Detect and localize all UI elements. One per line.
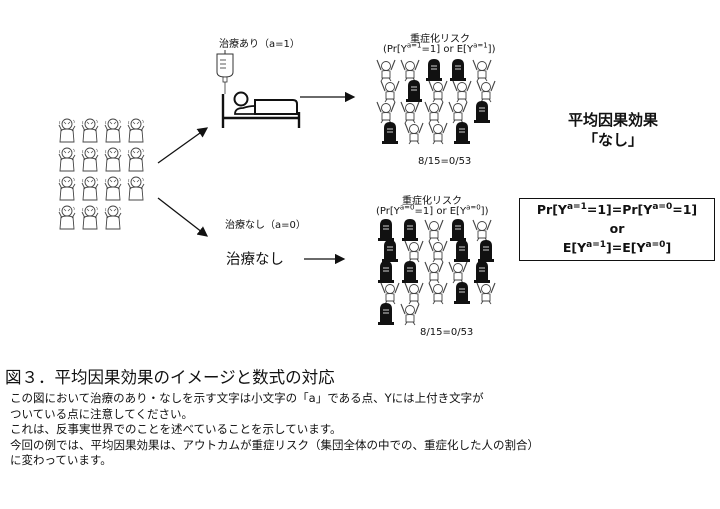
caption-line: これは、反事実世界でのことを述べていることを示しています。 [10, 422, 342, 436]
formula-box: Pr[Ya=1=1]=Pr[Ya=0=1] or E[Ya=1]=E[Ya=0] [519, 198, 715, 261]
tombstone-icon [454, 240, 470, 262]
figure-caption-body: この図において治療のあり・なしを示す文字は小文字の「a」である点、Yには上付き文… [10, 391, 539, 469]
recovered-person-icon [448, 101, 468, 124]
hospital-bed-icon [221, 91, 301, 128]
untreated-action-text: 治療なし [226, 252, 284, 268]
treated-risk-expression: (Pr[Ya=1=1] or E[Ya=1]) [383, 41, 496, 55]
untreated-outcome-group [378, 219, 496, 326]
recovered-person-icon [424, 101, 444, 124]
conclusion-line-1: 平均因果効果 [567, 111, 658, 129]
recovered-person-icon [452, 80, 472, 103]
formula-row-2: E[Ya=1]=E[Ya=0] [562, 239, 672, 255]
recovered-person-icon [404, 240, 424, 263]
recovered-person-icon [376, 59, 396, 82]
caption-line: に変わっています。 [10, 453, 112, 467]
tombstone-icon [426, 59, 442, 81]
tombstone-icon [474, 261, 490, 283]
arrow-to-treated [157, 127, 209, 164]
tombstone-icon [402, 261, 418, 283]
sick-person-icon [127, 118, 145, 143]
recovered-person-icon [476, 80, 496, 103]
sick-person-icon [58, 118, 76, 143]
recovered-person-icon [400, 101, 420, 124]
tombstone-icon [378, 219, 394, 241]
iv-drip-icon [216, 50, 234, 94]
treated-label: 治療あり（a=1） [219, 39, 300, 50]
recovered-person-icon [400, 303, 420, 326]
sick-person-icon [81, 176, 99, 201]
treated-ratio: 8/15=0/53 [418, 156, 472, 167]
caption-line: ついている点に注意してください。 [10, 406, 193, 421]
tombstone-icon [450, 219, 466, 241]
recovered-person-icon [404, 282, 424, 305]
recovered-person-icon [400, 59, 420, 82]
formula-or: or [609, 221, 625, 236]
sick-person-icon [104, 118, 122, 143]
untreated-ratio: 8/15=0/53 [420, 327, 474, 338]
formula-row-1: Pr[Ya=1=1]=Pr[Ya=0=1] [536, 201, 698, 217]
recovered-person-icon [472, 219, 492, 242]
recovered-person-icon [424, 261, 444, 284]
untreated-risk-title: 重症化リスク [402, 196, 462, 207]
recovered-person-icon [424, 219, 444, 242]
recovered-person-icon [380, 80, 400, 103]
tombstone-icon [406, 80, 422, 102]
conclusion-text: 平均因果効果 「なし」 [548, 110, 678, 150]
sick-person-icon [58, 147, 76, 172]
recovered-person-icon [380, 282, 400, 305]
recovered-person-icon [428, 282, 448, 305]
recovered-person-icon [404, 122, 424, 145]
caption-line: この図において治療のあり・なしを示す文字は小文字の「a」である点、Yには上付き文… [10, 391, 484, 405]
recovered-person-icon [472, 59, 492, 82]
sick-person-icon [58, 176, 76, 201]
tombstone-icon [382, 122, 398, 144]
recovered-person-icon [448, 261, 468, 284]
untreated-risk-expression: (Pr[Ya=0=1] or E[Ya=0]) [376, 203, 489, 217]
recovered-person-icon [428, 240, 448, 263]
tombstone-icon [402, 219, 418, 241]
sick-person-icon [81, 118, 99, 143]
population-illustration [58, 118, 145, 230]
untreated-label: 治療なし（a=0） [225, 220, 306, 231]
tombstone-icon [478, 240, 494, 262]
sick-person-icon [127, 147, 145, 172]
sick-person-icon [104, 176, 122, 201]
sick-person-icon [104, 147, 122, 172]
caption-line: 今回の例では、平均因果効果は、アウトカムが重症リスク（集団全体の中での、重症化し… [10, 437, 539, 452]
treated-outcome-group [376, 59, 496, 145]
treated-risk-title: 重症化リスク [410, 34, 470, 45]
sick-person-icon [58, 205, 76, 230]
tombstone-icon [454, 122, 470, 144]
tombstone-icon [450, 59, 466, 81]
tombstone-icon [378, 303, 394, 325]
recovered-person-icon [428, 80, 448, 103]
recovered-person-icon [376, 101, 396, 124]
tombstone-icon [382, 240, 398, 262]
sick-person-icon [81, 205, 99, 230]
figure-caption-title: 図３．平均因果効果のイメージと数式の対応 [5, 368, 335, 387]
sick-person-icon [127, 176, 145, 201]
tombstone-icon [474, 101, 490, 123]
recovered-person-icon [476, 282, 496, 305]
recovered-person-icon [428, 122, 448, 145]
tombstone-icon [378, 261, 394, 283]
sick-person-icon [81, 147, 99, 172]
tombstone-icon [454, 282, 470, 304]
sick-person-icon [104, 205, 122, 230]
arrow-to-untreated [157, 197, 209, 237]
conclusion-line-2: 「なし」 [582, 131, 643, 149]
